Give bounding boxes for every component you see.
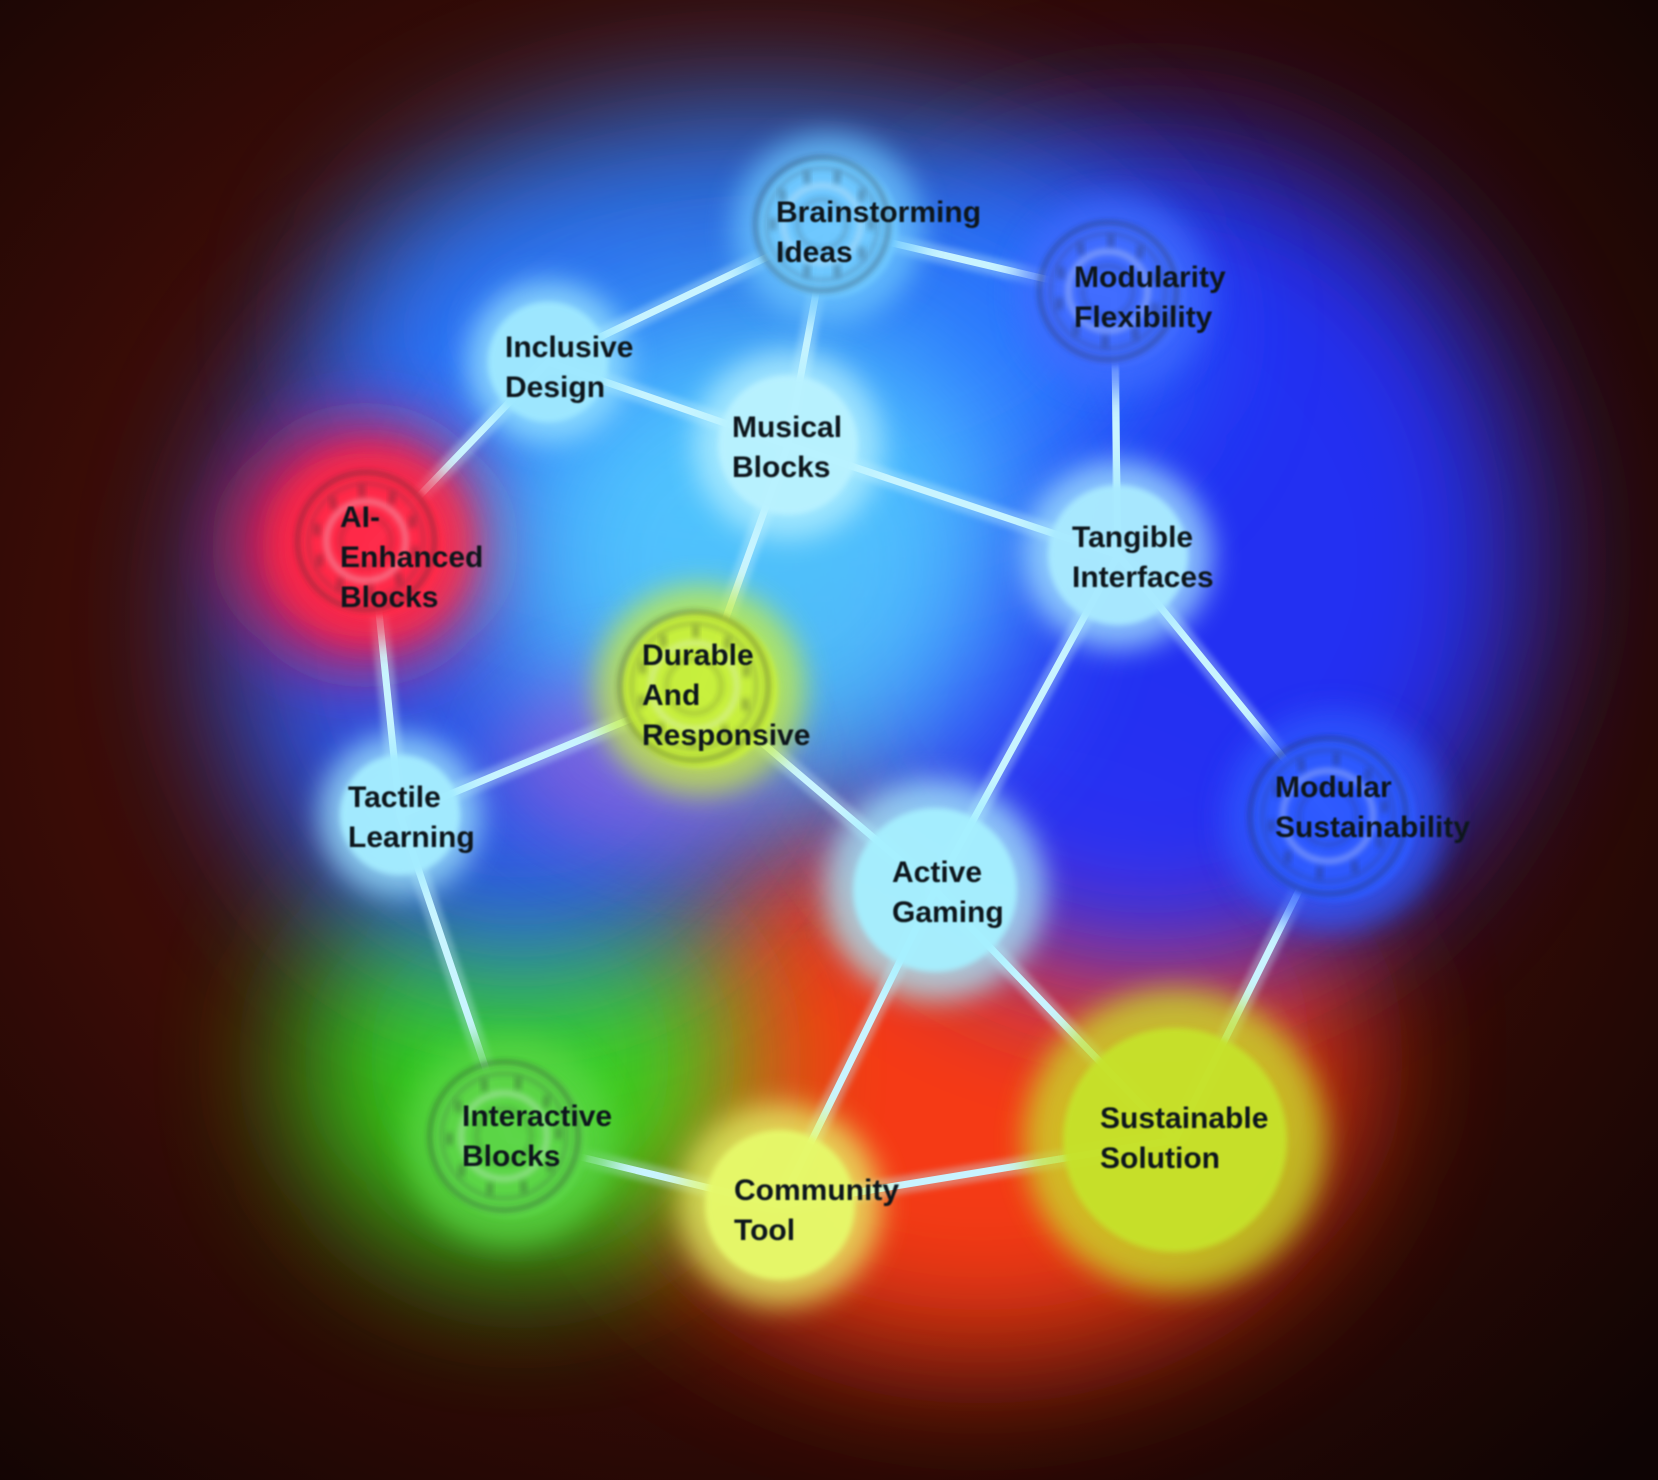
node-label-line: Ideas bbox=[776, 236, 853, 269]
node-label-line: Blocks bbox=[340, 581, 438, 614]
node-label-line: Active bbox=[892, 856, 982, 889]
node-label-line: Tool bbox=[734, 1214, 795, 1247]
node-disc bbox=[718, 375, 858, 515]
node-label-line: Sustainability bbox=[1275, 811, 1470, 844]
node-label-line: Durable bbox=[642, 639, 754, 672]
node-label-line: Brainstorming bbox=[776, 196, 981, 229]
device-puck-icon bbox=[754, 156, 890, 292]
node-disc bbox=[1063, 1028, 1287, 1252]
node-label-line: Inclusive bbox=[505, 331, 633, 364]
node-label-line: Solution bbox=[1100, 1142, 1220, 1175]
node-label-line: Design bbox=[505, 371, 605, 404]
node-label-line: Modular bbox=[1275, 771, 1392, 804]
node-label-line: Gaming bbox=[892, 896, 1004, 929]
node-label-line: Tangible bbox=[1072, 521, 1193, 554]
node-disc bbox=[1042, 223, 1186, 367]
device-puck-icon bbox=[618, 610, 770, 762]
node-label-line: Learning bbox=[348, 821, 475, 854]
node-label-line: Community bbox=[734, 1174, 899, 1207]
device-puck-icon bbox=[428, 1060, 580, 1212]
node-disc bbox=[705, 1130, 855, 1280]
node-disc bbox=[1048, 485, 1188, 625]
node-disc bbox=[340, 755, 460, 875]
node-label-line: Interactive bbox=[462, 1100, 612, 1133]
node-label-line: Interfaces bbox=[1072, 561, 1214, 594]
node-label-line: Blocks bbox=[732, 451, 830, 484]
device-puck-icon bbox=[1038, 221, 1178, 361]
node-label-line: Tactile bbox=[348, 781, 441, 814]
node-label-line: Blocks bbox=[462, 1140, 560, 1173]
node-label-line: And bbox=[642, 679, 700, 712]
node-label-line: Enhanced bbox=[340, 541, 483, 574]
node-label-line: Sustainable bbox=[1100, 1102, 1268, 1135]
device-puck-icon bbox=[1248, 736, 1408, 896]
node-label-line: Modularity bbox=[1074, 261, 1226, 294]
node-label-line: Responsive bbox=[642, 719, 810, 752]
device-puck-icon bbox=[296, 471, 436, 611]
node-label-line: AI- bbox=[340, 501, 380, 534]
node-disc bbox=[488, 302, 608, 422]
node-disc bbox=[853, 808, 1017, 972]
node-label-line: Musical bbox=[732, 411, 842, 444]
node-label-line: Flexibility bbox=[1074, 301, 1213, 334]
